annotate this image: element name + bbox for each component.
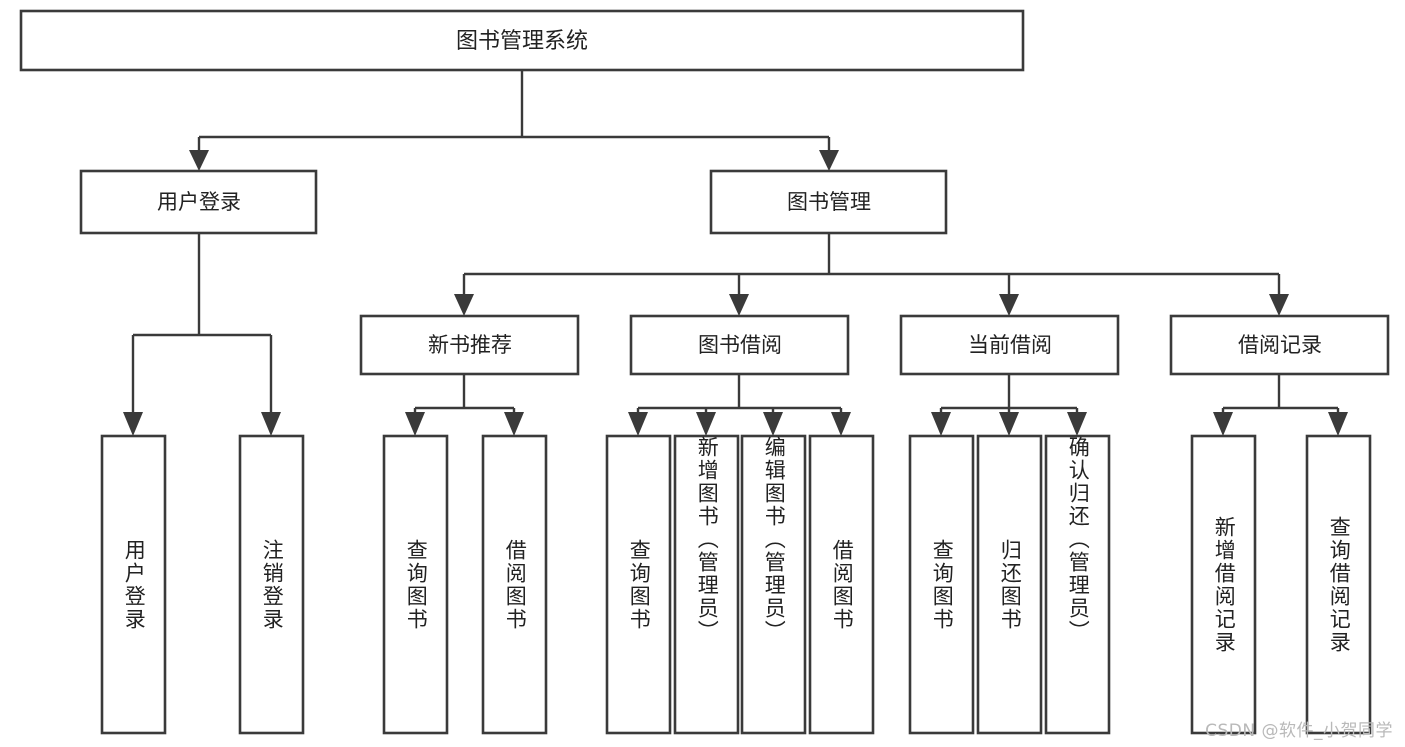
- node-leaf-confirm-return-box[interactable]: [1044, 434, 1111, 735]
- node-leaf-query-book-3-box[interactable]: [908, 434, 975, 735]
- node-current-borrow[interactable]: 当前借阅: [899, 314, 1120, 376]
- node-book-management[interactable]: 图书管理: [709, 169, 948, 235]
- node-leaf-add-book-box[interactable]: [673, 434, 740, 735]
- node-borrow-record-label: 借阅记录: [1238, 333, 1322, 357]
- node-leaf-query-record-box[interactable]: [1305, 434, 1372, 735]
- arrowhead-book-borrow: [729, 294, 749, 316]
- arrowhead-leaf-return-book: [999, 412, 1019, 436]
- node-borrow-record-box[interactable]: [1169, 314, 1390, 376]
- arrowhead-new-book-recommend: [454, 294, 474, 316]
- node-leaf-add-record-box[interactable]: [1190, 434, 1257, 735]
- arrowhead-leaf-add-book: [696, 412, 716, 436]
- node-root-label: 图书管理系统: [456, 29, 588, 54]
- arrowhead-user-login: [189, 150, 209, 171]
- arrowhead-borrow-record: [1269, 294, 1289, 316]
- node-leaf-borrow-book-2-box[interactable]: [808, 434, 875, 735]
- node-book-management-box[interactable]: [709, 169, 948, 235]
- arrowhead-leaf-edit-book: [763, 412, 783, 436]
- arrowhead-current-borrow: [999, 294, 1019, 316]
- node-user-login-label: 用户登录: [157, 190, 241, 214]
- node-leaf-edit-book-box[interactable]: [740, 434, 807, 735]
- arrowhead-leaf-query-book-2: [628, 412, 648, 436]
- node-book-borrow-label: 图书借阅: [698, 333, 782, 357]
- node-book-management-label: 图书管理: [787, 190, 871, 214]
- node-leaf-user-login-box[interactable]: [100, 434, 167, 735]
- node-book-borrow-box[interactable]: [629, 314, 850, 376]
- node-leaf-user-logout-box[interactable]: [238, 434, 305, 735]
- node-user-login[interactable]: 用户登录: [79, 169, 318, 235]
- arrowhead-book-management: [819, 150, 839, 171]
- node-borrow-record[interactable]: 借阅记录: [1169, 314, 1390, 376]
- arrowhead-leaf-user-login: [123, 412, 143, 436]
- arrowhead-leaf-borrow-book-2: [831, 412, 851, 436]
- connector-layer: [123, 70, 1348, 436]
- arrowhead-leaf-query-book-3: [931, 412, 951, 436]
- arrowhead-leaf-borrow-book-1: [504, 412, 524, 436]
- arrowhead-leaf-add-record: [1213, 412, 1233, 436]
- node-root[interactable]: 图书管理系统: [19, 9, 1025, 72]
- node-layer: 图书管理系统 用户登录 图书管理 新书推荐 图书借阅 当前: [19, 9, 1390, 735]
- arrowhead-leaf-query-record: [1328, 412, 1348, 436]
- node-leaf-return-book-box[interactable]: [976, 434, 1043, 735]
- node-current-borrow-box[interactable]: [899, 314, 1120, 376]
- node-leaf-query-book-2-box[interactable]: [605, 434, 672, 735]
- node-root-box[interactable]: [19, 9, 1025, 72]
- node-leaf-query-book-1-box[interactable]: [382, 434, 449, 735]
- node-new-book-recommend-label: 新书推荐: [428, 333, 512, 357]
- node-new-book-recommend-box[interactable]: [359, 314, 580, 376]
- arrowhead-leaf-query-book-1: [405, 412, 425, 436]
- arrowhead-leaf-confirm-return: [1067, 412, 1087, 436]
- node-book-borrow[interactable]: 图书借阅: [629, 314, 850, 376]
- node-new-book-recommend[interactable]: 新书推荐: [359, 314, 580, 376]
- node-leaf-borrow-book-1-box[interactable]: [481, 434, 548, 735]
- node-user-login-box[interactable]: [79, 169, 318, 235]
- node-current-borrow-label: 当前借阅: [968, 333, 1052, 357]
- arrowhead-leaf-user-logout: [261, 412, 281, 436]
